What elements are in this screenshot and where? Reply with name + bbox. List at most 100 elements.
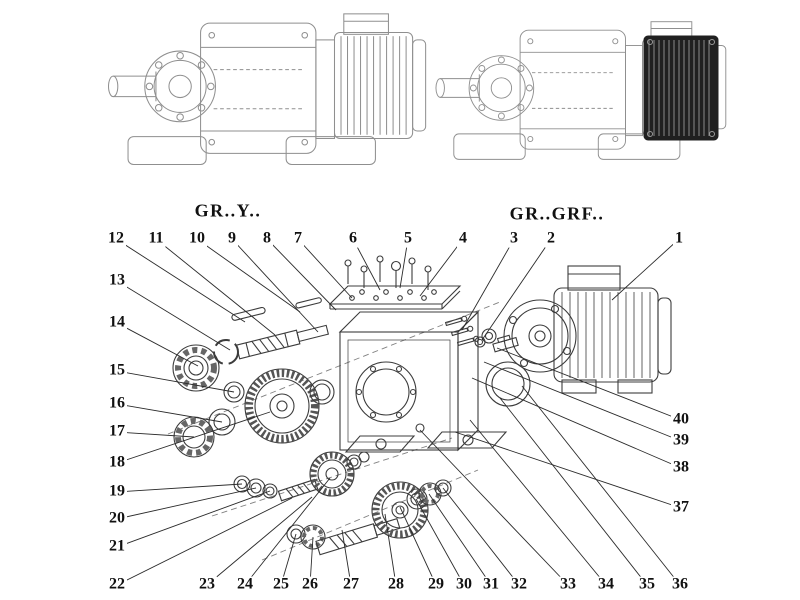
callout-label-1: 1 [673, 229, 685, 248]
leader-line-39 [483, 361, 682, 442]
callout-label-16: 16 [107, 394, 127, 413]
bearing-upper [172, 344, 220, 392]
output-shaft [315, 517, 401, 556]
leader-line-29 [399, 506, 437, 586]
callout-label-9: 9 [226, 229, 238, 248]
leader-line-36 [521, 385, 681, 586]
callout-label-19: 19 [107, 482, 127, 501]
leader-line-2 [481, 238, 552, 341]
leader-line-33 [419, 429, 569, 586]
washer [223, 381, 245, 403]
leader-line-22 [116, 497, 293, 586]
leader-line-17 [116, 431, 195, 438]
fan-cowl [643, 35, 719, 141]
callout-label-18: 18 [107, 453, 127, 472]
leader-line-12 [115, 238, 246, 323]
gearmotor-figure-gr-y [107, 13, 427, 166]
bearing-output [300, 524, 326, 550]
leader-line-31 [428, 493, 492, 586]
callout-label-20: 20 [107, 509, 127, 528]
leader-line-37 [454, 431, 682, 509]
leader-line-20 [116, 487, 257, 520]
callout-label-23: 23 [197, 575, 217, 594]
callout-label-10: 10 [187, 229, 207, 248]
callout-label-40: 40 [671, 410, 691, 429]
leader-line-3 [461, 238, 515, 331]
leader-line-13 [116, 280, 231, 351]
callout-label-6: 6 [347, 229, 359, 248]
callout-label-29: 29 [426, 575, 446, 594]
callout-label-17: 17 [107, 422, 127, 441]
leader-line-6 [352, 238, 381, 291]
leader-line-9 [231, 238, 319, 333]
callout-label-14: 14 [107, 313, 127, 332]
leader-line-14 [116, 322, 199, 367]
callout-label-30: 30 [454, 575, 474, 594]
assembly-axis-lines [167, 301, 501, 561]
leader-line-35 [499, 397, 648, 586]
leader-line-30 [415, 498, 465, 586]
leader-line-25 [280, 533, 297, 586]
stud-bolt [450, 325, 474, 337]
output-gear [371, 481, 429, 539]
stud-bolt [456, 335, 480, 347]
leader-line-4 [419, 238, 464, 297]
cover-bolts [344, 255, 432, 290]
breather-vent [390, 260, 402, 272]
retaining-ring [309, 379, 335, 405]
cover-plate [328, 285, 462, 310]
callout-label-35: 35 [637, 575, 657, 594]
callout-label-25: 25 [271, 575, 291, 594]
output-shaft-assembly [286, 479, 452, 556]
adapter-flange-ring [485, 361, 531, 407]
leader-line-27 [341, 529, 352, 586]
callout-label-4: 4 [457, 229, 469, 248]
leader-line-16 [116, 403, 223, 423]
large-helical-gear [244, 368, 320, 444]
callout-label-32: 32 [509, 575, 529, 594]
spacer-ring [208, 408, 236, 436]
leader-line-38 [471, 377, 682, 469]
stud-bolt [444, 315, 468, 327]
leader-line-15 [116, 370, 235, 393]
electric-motor [553, 265, 672, 394]
callout-label-5: 5 [402, 229, 414, 248]
callout-label-39: 39 [671, 431, 691, 450]
callout-label-27: 27 [341, 575, 361, 594]
callout-label-28: 28 [386, 575, 406, 594]
drain-plug [415, 423, 425, 433]
motor-assembly [444, 265, 672, 407]
callout-label-37: 37 [671, 498, 691, 517]
leader-line-24 [244, 477, 331, 586]
gearbox-housing [338, 310, 508, 453]
callout-label-3: 3 [508, 229, 520, 248]
callout-label-36: 36 [670, 575, 690, 594]
callout-label-22: 22 [107, 575, 127, 594]
callout-label-21: 21 [107, 537, 127, 556]
leader-line-34 [469, 419, 607, 586]
shaft-key-small [295, 297, 322, 309]
figure-label-gr-grf: GR..GRF.. [509, 203, 605, 224]
callout-label-15: 15 [107, 361, 127, 380]
input-shaft-assembly [172, 297, 335, 458]
callout-label-24: 24 [235, 575, 255, 594]
intermediate-shaft-assembly [233, 451, 370, 502]
callout-label-26: 26 [300, 575, 320, 594]
callout-label-8: 8 [261, 229, 273, 248]
callout-label-2: 2 [545, 229, 557, 248]
leader-line-23 [206, 496, 313, 586]
shaft-key [231, 306, 266, 321]
callout-label-38: 38 [671, 458, 691, 477]
leader-line-8 [266, 238, 337, 311]
leader-line-7 [297, 238, 353, 299]
figure-label-gr-y: GR..Y.. [194, 200, 262, 221]
callout-label-34: 34 [596, 575, 616, 594]
leader-line-40 [496, 347, 682, 421]
intermediate-gear [309, 451, 355, 497]
leader-line-32 [442, 487, 520, 586]
callout-label-31: 31 [481, 575, 501, 594]
callout-label-13: 13 [107, 271, 127, 290]
leader-line-28 [384, 513, 397, 586]
snap-ring [213, 339, 239, 365]
